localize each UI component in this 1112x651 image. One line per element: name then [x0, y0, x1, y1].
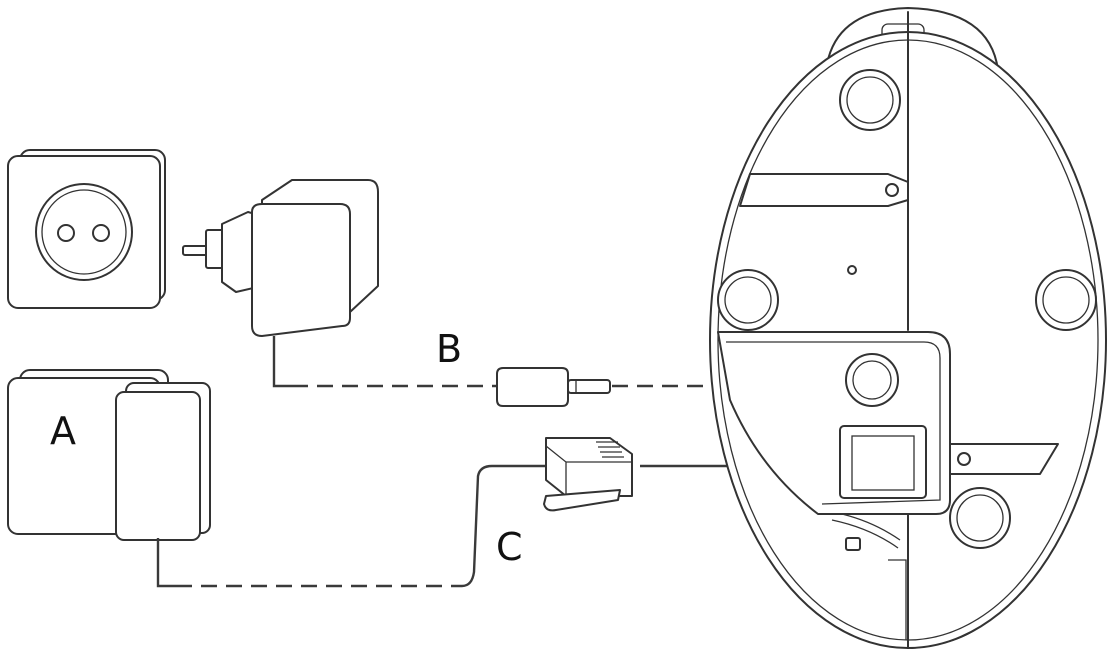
wall-mount-slot-bottom	[943, 443, 1059, 475]
power-jack	[845, 353, 899, 407]
foot-right	[1035, 269, 1097, 331]
barrel-connector	[496, 367, 611, 407]
base-station-bottom	[709, 7, 1107, 649]
wall-power-socket	[7, 149, 166, 309]
foot-bottom	[949, 487, 1011, 549]
phone-wall-socket	[7, 369, 211, 541]
rj11-connector	[543, 437, 633, 512]
power-adapter	[182, 179, 379, 337]
power-cable	[272, 336, 496, 388]
foot-top	[839, 69, 901, 131]
phone-jack	[839, 425, 927, 499]
label-c: C	[496, 525, 523, 569]
phone-cable	[156, 464, 546, 588]
label-b: B	[436, 327, 462, 371]
wall-mount-slot-top	[739, 173, 909, 207]
label-a: A	[50, 409, 76, 453]
foot-left	[717, 269, 779, 331]
